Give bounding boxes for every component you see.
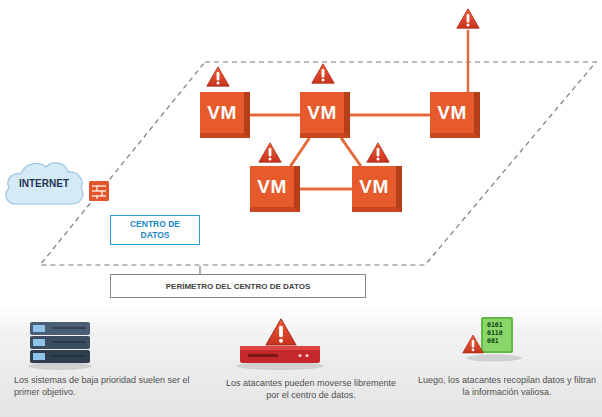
- firewall-icon: [89, 181, 109, 201]
- node-label: VM: [307, 102, 337, 124]
- datacenter-tag: CENTRO DE DATOS: [110, 215, 200, 245]
- vm-link: [291, 138, 310, 166]
- node-label: INTERNET: [19, 178, 69, 189]
- vm-box: VM: [250, 166, 300, 212]
- server-icon: [28, 322, 92, 370]
- node-label: CENTRO DE DATOS: [115, 219, 195, 240]
- vm-link: [300, 188, 352, 191]
- attacker-appliance-icon: [236, 319, 324, 370]
- perimeter-outline: [40, 62, 596, 265]
- leader-line: [199, 266, 200, 274]
- perimeter-tag: PERÍMETRO DEL CENTRO DE DATOS: [110, 274, 366, 298]
- internet-cloud: INTERNET: [2, 156, 86, 210]
- vm-box: VM: [430, 92, 480, 138]
- vm-box: VM: [300, 92, 350, 138]
- binary-digits: 0101: [487, 322, 513, 329]
- vm-link: [341, 138, 361, 166]
- vm-link: [350, 114, 430, 117]
- info-band: [0, 306, 602, 417]
- binary-digits: 0110: [487, 330, 513, 337]
- node-label: VM: [359, 176, 389, 198]
- node-label: VM: [207, 102, 237, 124]
- node-label: PERÍMETRO DEL CENTRO DE DATOS: [166, 282, 310, 291]
- vm-box: VM: [200, 92, 250, 138]
- node-label: VM: [437, 102, 467, 124]
- node-label: VM: [257, 176, 287, 198]
- binary-digits: 001: [487, 338, 513, 345]
- vm-box: VM: [352, 166, 402, 212]
- caption-text: Los atacantes pueden moverse libremente …: [222, 377, 400, 401]
- caption-text: Los sistemas de baja prioridad suelen se…: [14, 374, 214, 398]
- data-file-icon: [463, 317, 522, 362]
- vm-link: [250, 114, 300, 117]
- caption-text: Luego, los atacantes recopilan datos y f…: [414, 374, 600, 398]
